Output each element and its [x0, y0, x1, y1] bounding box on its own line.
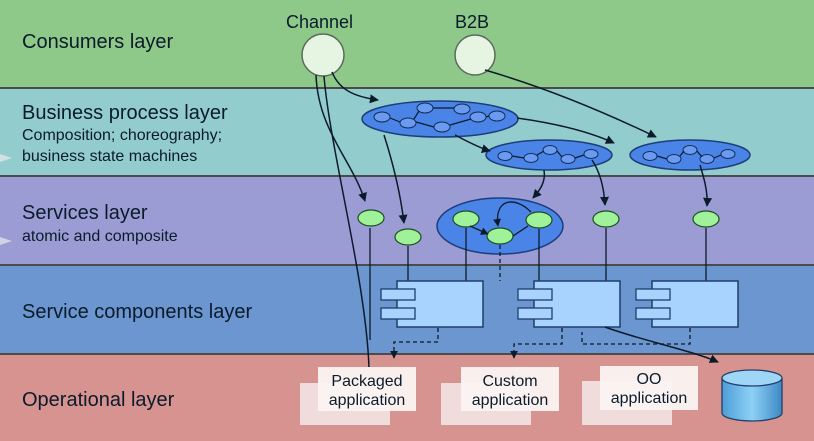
process-flow-2 [485, 139, 613, 171]
service-component-3 [635, 228, 739, 328]
custom-application: Custom application [441, 367, 559, 425]
services-layer-title: Services layer [22, 202, 148, 224]
service-component-2 [499, 228, 621, 328]
services-layer-subtitle: atomic and composite [22, 228, 178, 245]
oo-application: OO application [582, 366, 698, 425]
b2b-label: B2B [455, 12, 489, 32]
atomic-service-3 [592, 210, 620, 228]
oo-application-line1: OO [637, 371, 662, 388]
b2b-node [454, 34, 496, 76]
process-flow-1 [361, 100, 519, 138]
process-flow-3 [629, 139, 751, 171]
business-process-layer-title: Business process layer [22, 102, 228, 124]
atomic-service-1 [357, 209, 385, 227]
consumers-layer-band [0, 0, 814, 88]
business-process-subtitle-1: Composition; choreography; [22, 127, 222, 144]
consumers-layer-title: Consumers layer [22, 31, 174, 53]
database-icon [721, 369, 783, 422]
custom-application-line2: application [472, 392, 549, 409]
packaged-application-line1: Packaged [331, 373, 402, 390]
packaged-application-line2: application [329, 392, 406, 409]
composite-service [436, 197, 564, 255]
channel-label: Channel [286, 12, 353, 32]
atomic-service-4 [692, 210, 720, 228]
channel-node [301, 33, 345, 77]
service-components-layer-title: Service components layer [22, 301, 252, 323]
atomic-service-2 [394, 228, 422, 246]
packaged-application: Packaged application [300, 367, 416, 425]
service-component-1 [369, 228, 484, 340]
business-process-subtitle-2: business state machines [22, 148, 197, 165]
operational-layer-title: Operational layer [22, 389, 175, 411]
oo-application-line2: application [611, 390, 688, 407]
custom-application-line1: Custom [482, 373, 537, 390]
